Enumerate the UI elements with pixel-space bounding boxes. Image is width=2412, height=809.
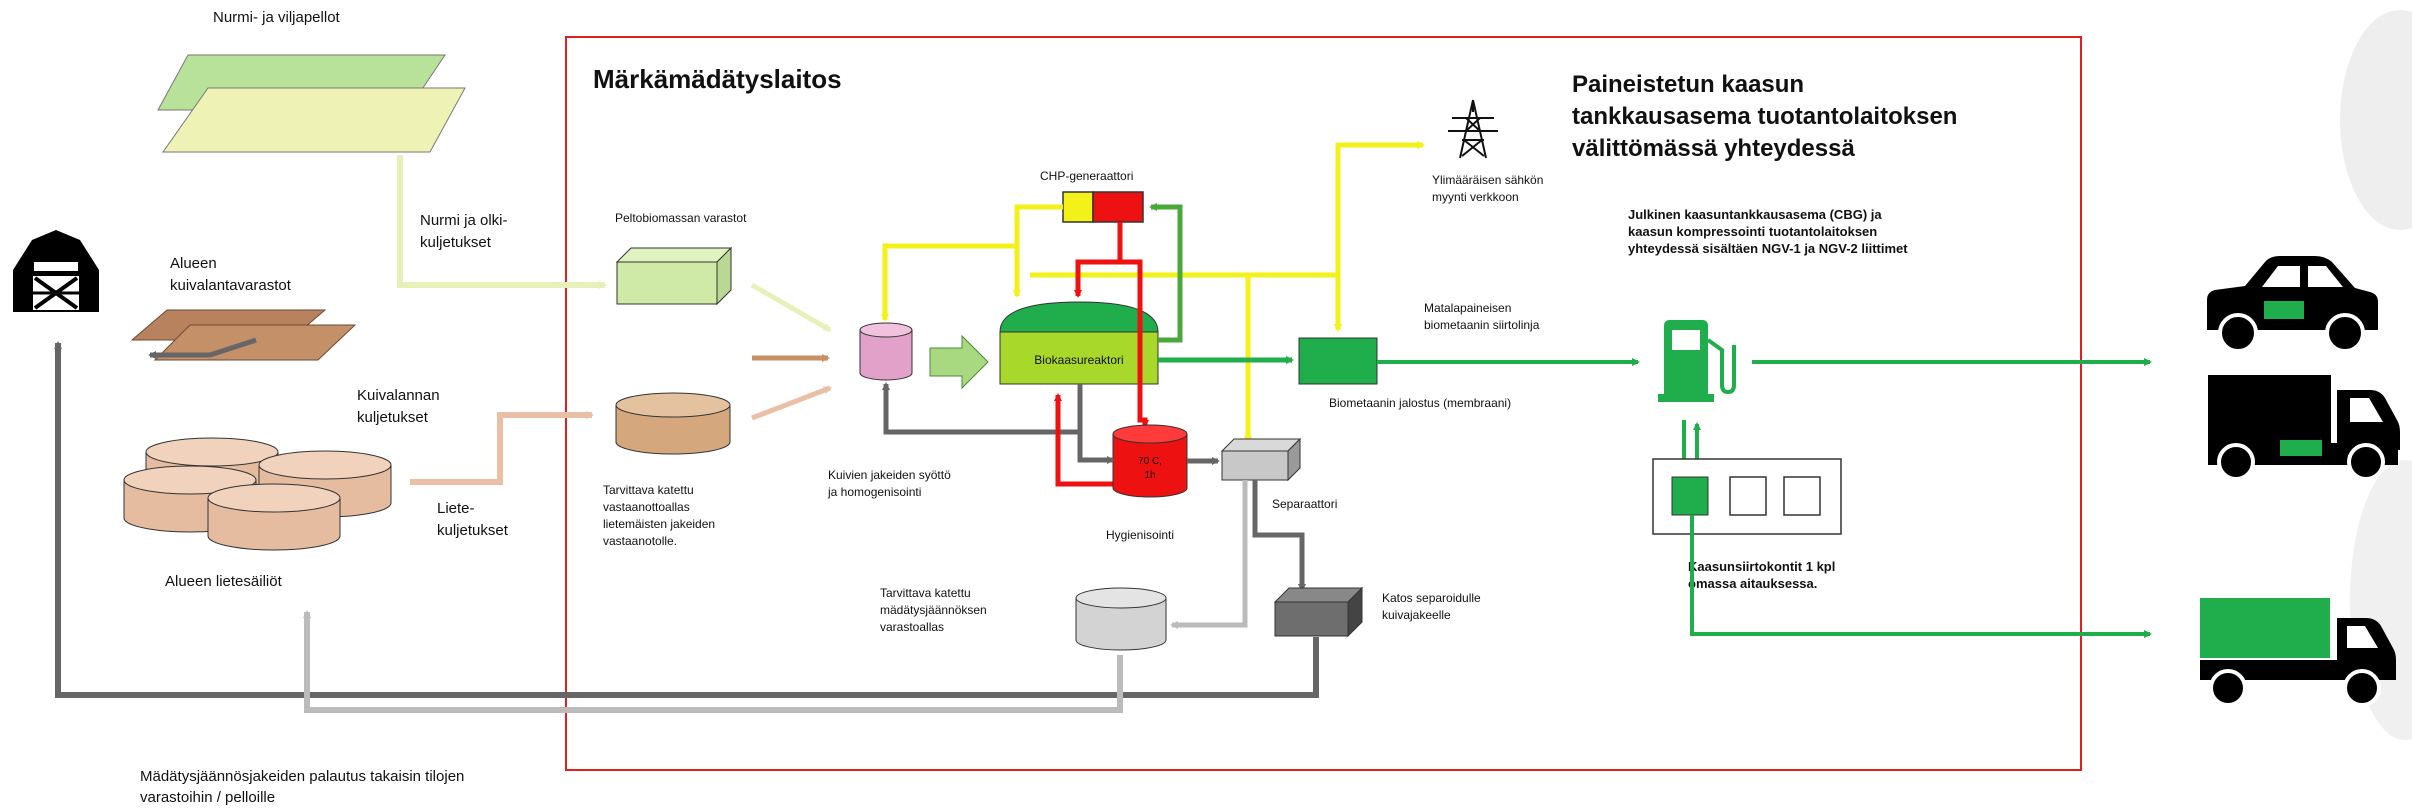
hygienisation-label: Hygienisointi — [1106, 528, 1174, 542]
biogas-reactor — [999, 301, 1159, 385]
reactor-label: Biokaasureaktori — [1034, 353, 1123, 367]
mixer-icon — [859, 322, 913, 381]
station-title: välittömässä yhteydessä — [1572, 135, 1855, 162]
heat-flow — [1120, 259, 1149, 428]
dry-storage-label: kuivalantavarastot — [170, 277, 292, 294]
electricity-flow — [1013, 204, 1063, 298]
reception-label: vastaanottoallas — [603, 500, 690, 514]
station-title: tankkausasema tuotantolaitoksen — [1572, 103, 1957, 130]
straw-transport-label: Nurmi ja olki- — [420, 212, 508, 229]
upgrading-unit — [1298, 337, 1378, 385]
upgrading-label: Biometaanin jalostus (membraani) — [1329, 396, 1511, 410]
separator-icon — [1220, 437, 1302, 482]
electricity-flow — [1335, 141, 1425, 275]
reception-label: lietemäisten jakeiden — [603, 517, 715, 531]
dry-storage-label: Alueen — [170, 255, 217, 272]
reception-label: Tarvittava katettu — [603, 483, 694, 497]
plant-boundary — [565, 36, 2082, 771]
electricity-flow — [1030, 272, 1252, 444]
slurry-transport-flow — [410, 411, 594, 485]
container-enclosure — [1652, 458, 1842, 535]
digestate-storage-label: mädätysjäännöksen — [880, 603, 987, 617]
feed-label: Kuivien jakeiden syöttö — [828, 468, 951, 482]
container-transport-flow — [1690, 515, 2152, 638]
station-title: Paineistetun kaasun — [1572, 71, 1804, 98]
slurry-tanks-label: Alueen lietesäiliöt — [165, 573, 283, 590]
reception-label: vastaanotolle. — [603, 534, 677, 548]
dry-manure-return-flow — [148, 337, 257, 359]
fields-icon — [157, 54, 466, 153]
lowp-label: biometaanin siirtolinja — [1424, 318, 1540, 332]
slurry-transport-label: kuljetukset — [437, 522, 509, 539]
slurry-transport-label: Liete- — [437, 500, 475, 517]
background-shape — [2340, 10, 2412, 230]
digestate-storage-label: Tarvittava katettu — [880, 586, 971, 600]
straw-transport-label: kuljetukset — [420, 234, 492, 251]
hygienisation-temp: 70 C, — [1138, 456, 1162, 467]
hygienisation-time: 1h — [1144, 470, 1155, 481]
return-label: Mädätysjäännösjakeiden palautus takaisin… — [140, 768, 464, 785]
digestate-flow — [1077, 384, 1115, 464]
electricity-sale-label: Ylimääräisen sähkön — [1432, 173, 1543, 187]
heat-flow — [1054, 393, 1113, 487]
liquid-return-flow — [303, 610, 1123, 713]
containers-label: omassa aitauksessa. — [1688, 576, 1817, 591]
slurry-tanks-icon — [123, 437, 392, 551]
dry-fraction-shelter-icon — [1273, 586, 1364, 638]
cbg-label: kaasun kompressointi tuotantolaitoksen — [1628, 224, 1877, 239]
separator-label: Separaattori — [1272, 497, 1337, 511]
digestate-storage-icon — [1075, 587, 1167, 651]
biogas-to-chp-flow — [1149, 203, 1183, 343]
electricity-sale-label: myynti verkkoon — [1432, 190, 1519, 204]
straw-feed-flow — [750, 282, 832, 333]
lowp-label: Matalapaineisen — [1424, 301, 1511, 315]
biomass-storage-icon — [615, 246, 733, 306]
shelter-label: kuivajakeelle — [1382, 608, 1451, 622]
container-truck-icon — [2200, 598, 2396, 707]
dry-transport-label: kuljetukset — [357, 409, 429, 426]
fuel-pump-icon — [1658, 320, 1736, 402]
digestate-storage-label: varastoallas — [880, 620, 944, 634]
dry-fraction-flow — [1252, 480, 1306, 592]
truck-icon — [2208, 375, 2400, 481]
barn-icon — [13, 230, 99, 312]
reception-tank-icon — [615, 392, 731, 455]
straw-transport-flow — [397, 155, 607, 289]
biomass-storage-label: Peltobiomassan varastot — [615, 211, 747, 225]
chp-label: CHP-generaattori — [1040, 169, 1133, 183]
feed-arrow — [929, 334, 989, 390]
chp-generator — [1062, 191, 1144, 223]
slurry-feed-flow — [751, 385, 832, 421]
heat-flow — [1074, 222, 1123, 298]
return-label: varastoihin / pelloille — [140, 789, 275, 806]
electricity-flow — [881, 243, 1017, 322]
hygienisation-tank — [1112, 424, 1188, 498]
liquid-fraction-flow — [1170, 480, 1248, 629]
dry-transport-label: Kuivalannan — [357, 387, 440, 404]
shelter-label: Katos separoidulle — [1382, 591, 1481, 605]
fields-label: Nurmi- ja viljapellot — [213, 9, 341, 26]
power-pylon-icon — [1448, 99, 1498, 159]
feed-label: ja homogenisointi — [827, 485, 921, 499]
car-icon — [2207, 256, 2378, 353]
cbg-label: Julkinen kaasuntankkausasema (CBG) ja — [1628, 207, 1882, 222]
cbg-label: yhteydessä sisältäen NGV-1 ja NGV-2 liit… — [1628, 241, 1908, 256]
plant-title: Märkämädätyslaitos — [593, 64, 842, 94]
containers-label: Kaasunsiirtokontit 1 kpl — [1688, 559, 1835, 574]
digestate-return-flow — [54, 341, 1319, 698]
